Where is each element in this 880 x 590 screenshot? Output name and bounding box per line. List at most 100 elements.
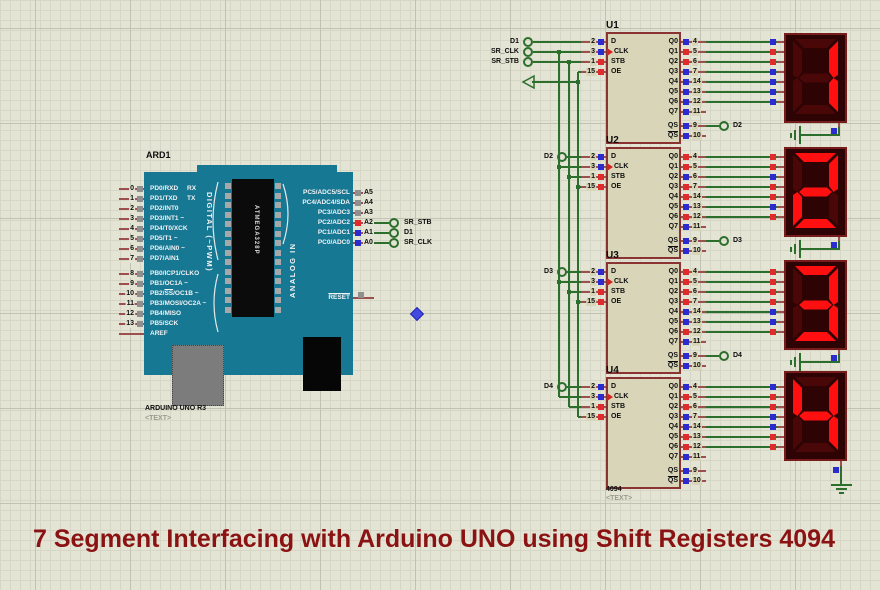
pin-stub[interactable] bbox=[777, 426, 784, 428]
pin-stub[interactable] bbox=[838, 237, 840, 241]
wire[interactable] bbox=[706, 101, 777, 103]
power-jack[interactable] bbox=[303, 337, 341, 391]
pin-stub[interactable] bbox=[777, 61, 784, 63]
wire[interactable] bbox=[706, 196, 777, 198]
wire[interactable] bbox=[838, 354, 840, 362]
pin-stub[interactable] bbox=[777, 81, 784, 83]
shift-register-u3[interactable] bbox=[606, 262, 681, 374]
wire[interactable] bbox=[567, 271, 581, 273]
pin-stub[interactable] bbox=[777, 176, 784, 178]
terminal-sr_clk[interactable] bbox=[523, 47, 533, 57]
wire[interactable] bbox=[706, 166, 777, 168]
oe-arrow-terminal-icon[interactable] bbox=[520, 74, 536, 90]
wire[interactable] bbox=[578, 71, 581, 73]
pin-stub[interactable] bbox=[777, 101, 784, 103]
wire[interactable] bbox=[706, 436, 777, 438]
wire[interactable] bbox=[838, 241, 840, 249]
shift-register-u2[interactable] bbox=[606, 147, 681, 259]
wire[interactable] bbox=[706, 386, 777, 388]
wire[interactable] bbox=[706, 51, 777, 53]
wire[interactable] bbox=[706, 321, 777, 323]
wire[interactable] bbox=[706, 331, 777, 333]
pin-stub[interactable] bbox=[777, 196, 784, 198]
pin-stub[interactable] bbox=[777, 216, 784, 218]
wire[interactable] bbox=[706, 125, 719, 127]
wire[interactable] bbox=[706, 396, 777, 398]
wire[interactable] bbox=[577, 72, 579, 417]
wire[interactable] bbox=[706, 406, 777, 408]
pin-stub[interactable] bbox=[777, 41, 784, 43]
wire[interactable] bbox=[374, 242, 389, 244]
wire[interactable] bbox=[578, 416, 581, 418]
pin-stub[interactable] bbox=[777, 396, 784, 398]
wire[interactable] bbox=[706, 176, 777, 178]
pin-stub[interactable] bbox=[838, 123, 840, 127]
terminal-sr_clk[interactable] bbox=[389, 238, 399, 248]
pin-stub[interactable] bbox=[353, 297, 374, 299]
wire[interactable] bbox=[706, 156, 777, 158]
pin-stub[interactable] bbox=[777, 386, 784, 388]
wire[interactable] bbox=[374, 222, 389, 224]
wire[interactable] bbox=[706, 71, 777, 73]
pin-stub[interactable] bbox=[777, 271, 784, 273]
wire[interactable] bbox=[801, 134, 840, 136]
wire[interactable] bbox=[840, 466, 842, 484]
pin-stub[interactable] bbox=[777, 51, 784, 53]
wire[interactable] bbox=[559, 281, 581, 283]
shift-register-u1[interactable] bbox=[606, 32, 681, 144]
wire[interactable] bbox=[568, 62, 570, 407]
wire[interactable] bbox=[706, 186, 777, 188]
pin-stub[interactable] bbox=[777, 166, 784, 168]
pin-stub[interactable] bbox=[777, 206, 784, 208]
wire[interactable] bbox=[706, 355, 719, 357]
wire[interactable] bbox=[559, 396, 581, 398]
pin-stub[interactable] bbox=[777, 416, 784, 418]
wire[interactable] bbox=[706, 426, 777, 428]
wire[interactable] bbox=[801, 361, 840, 363]
wire[interactable] bbox=[569, 291, 581, 293]
wire[interactable] bbox=[706, 446, 777, 448]
atmega328p-chip[interactable] bbox=[232, 179, 274, 317]
wire[interactable] bbox=[706, 240, 719, 242]
wire[interactable] bbox=[558, 52, 560, 397]
pin-stub[interactable] bbox=[777, 406, 784, 408]
wire[interactable] bbox=[838, 127, 840, 135]
wire[interactable] bbox=[374, 232, 389, 234]
wire[interactable] bbox=[567, 156, 581, 158]
wire[interactable] bbox=[559, 166, 581, 168]
wire[interactable] bbox=[706, 291, 777, 293]
wire[interactable] bbox=[533, 61, 581, 63]
wire[interactable] bbox=[706, 81, 777, 83]
usb-connector[interactable] bbox=[172, 345, 224, 406]
pin-stub[interactable] bbox=[840, 461, 842, 466]
terminal-d1[interactable] bbox=[389, 228, 399, 238]
wire[interactable] bbox=[569, 176, 581, 178]
wire[interactable] bbox=[706, 91, 777, 93]
pin-stub[interactable] bbox=[777, 331, 784, 333]
wire[interactable] bbox=[706, 271, 777, 273]
pin-stub[interactable] bbox=[777, 291, 784, 293]
wire[interactable] bbox=[706, 206, 777, 208]
pin-stub[interactable] bbox=[838, 350, 840, 354]
pin-stub[interactable] bbox=[777, 186, 784, 188]
pin-stub[interactable] bbox=[777, 446, 784, 448]
pin-stub[interactable] bbox=[777, 156, 784, 158]
wire[interactable] bbox=[706, 41, 777, 43]
terminal-sr_stb[interactable] bbox=[389, 218, 399, 228]
terminal-sr_stb[interactable] bbox=[523, 57, 533, 67]
pin-stub[interactable] bbox=[119, 333, 144, 335]
pin-stub[interactable] bbox=[777, 321, 784, 323]
wire[interactable] bbox=[567, 386, 581, 388]
wire[interactable] bbox=[706, 61, 777, 63]
wire[interactable] bbox=[706, 281, 777, 283]
pin-stub[interactable] bbox=[777, 281, 784, 283]
shift-register-u4[interactable] bbox=[606, 377, 681, 489]
pin-stub[interactable] bbox=[777, 311, 784, 313]
terminal-d1[interactable] bbox=[523, 37, 533, 47]
terminal-d3[interactable] bbox=[719, 236, 729, 246]
terminal-d2[interactable] bbox=[719, 121, 729, 131]
wire[interactable] bbox=[801, 248, 840, 250]
pin-stub[interactable] bbox=[777, 301, 784, 303]
wire[interactable] bbox=[706, 311, 777, 313]
wire[interactable] bbox=[532, 81, 578, 83]
